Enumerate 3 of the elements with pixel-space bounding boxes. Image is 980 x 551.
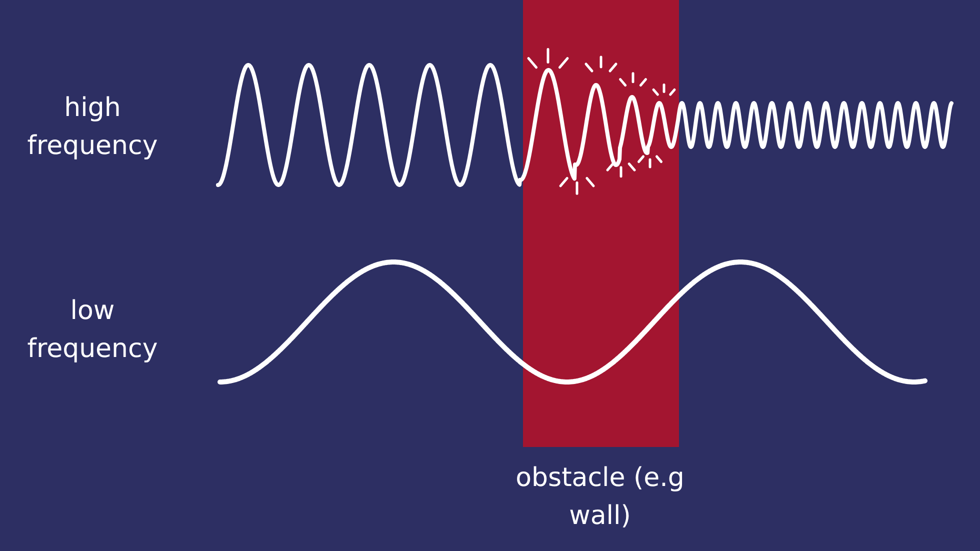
wave-label: high frequency bbox=[26, 92, 159, 163]
obstacle-label: obstacle (e.g wall) bbox=[515, 462, 685, 533]
wave-label: low frequency bbox=[26, 295, 159, 366]
